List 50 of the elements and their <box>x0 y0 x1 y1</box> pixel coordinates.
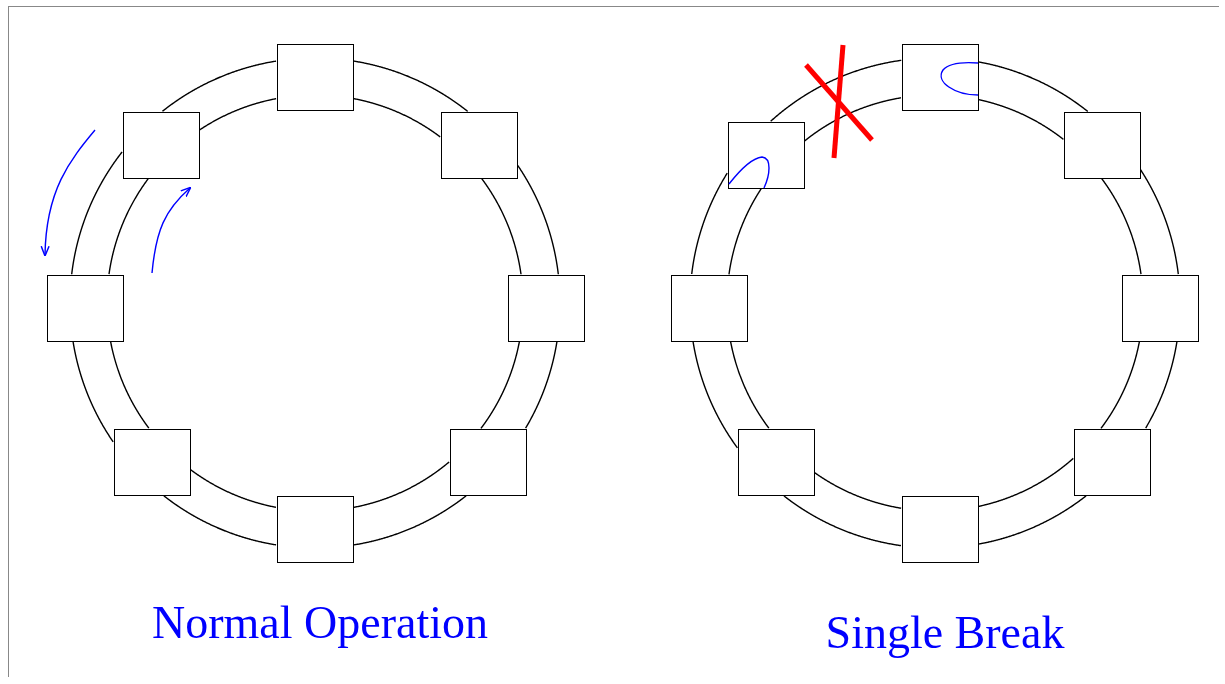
ring-segment <box>353 461 450 509</box>
ring-segment <box>481 178 522 275</box>
station-box <box>901 43 979 111</box>
ring-segment <box>770 59 902 122</box>
station-box <box>737 428 815 496</box>
station-box <box>901 495 979 563</box>
station-box <box>1063 111 1141 179</box>
ring-segment <box>1139 168 1179 275</box>
station-box <box>670 274 748 342</box>
ring-segment <box>189 469 277 508</box>
ring-segment <box>161 60 277 112</box>
ring-segment <box>480 341 521 430</box>
ring-segment <box>691 172 728 275</box>
ring-segment <box>163 495 277 546</box>
ring-segment <box>108 178 149 275</box>
ring-segment <box>692 341 739 449</box>
ring-segment <box>352 60 469 113</box>
ring-segment <box>517 164 559 275</box>
ring-segment <box>1100 341 1141 430</box>
panel-caption: Normal Operation <box>152 596 488 649</box>
ring-segment <box>978 98 1065 141</box>
ring-segment <box>814 472 902 509</box>
station-box <box>1073 428 1151 496</box>
ring-segment <box>804 97 902 142</box>
station-box <box>507 274 585 342</box>
station-box <box>440 111 518 179</box>
ring-segment <box>353 495 467 546</box>
ring-segment <box>728 188 762 275</box>
ring-segment <box>978 61 1089 113</box>
ring-segment <box>109 340 150 429</box>
station-box <box>46 274 124 342</box>
station-box <box>276 495 354 563</box>
ring-segment <box>353 97 441 138</box>
ring-segment <box>978 495 1087 545</box>
ring-segment <box>1145 341 1178 429</box>
ring-segment <box>71 151 123 275</box>
station-box <box>122 111 200 179</box>
panel-caption: Single Break <box>825 606 1065 659</box>
ring-segment <box>978 457 1074 507</box>
ring-segment <box>783 495 902 547</box>
station-box <box>727 121 805 189</box>
ring-segment <box>729 341 770 429</box>
ring-segment <box>1101 177 1142 275</box>
station-box <box>449 428 527 496</box>
ring-segment <box>72 341 114 443</box>
ring-segment <box>524 341 558 429</box>
station-box <box>113 428 191 496</box>
ring-segment <box>199 97 277 131</box>
station-box <box>1121 274 1199 342</box>
station-box <box>276 43 354 111</box>
